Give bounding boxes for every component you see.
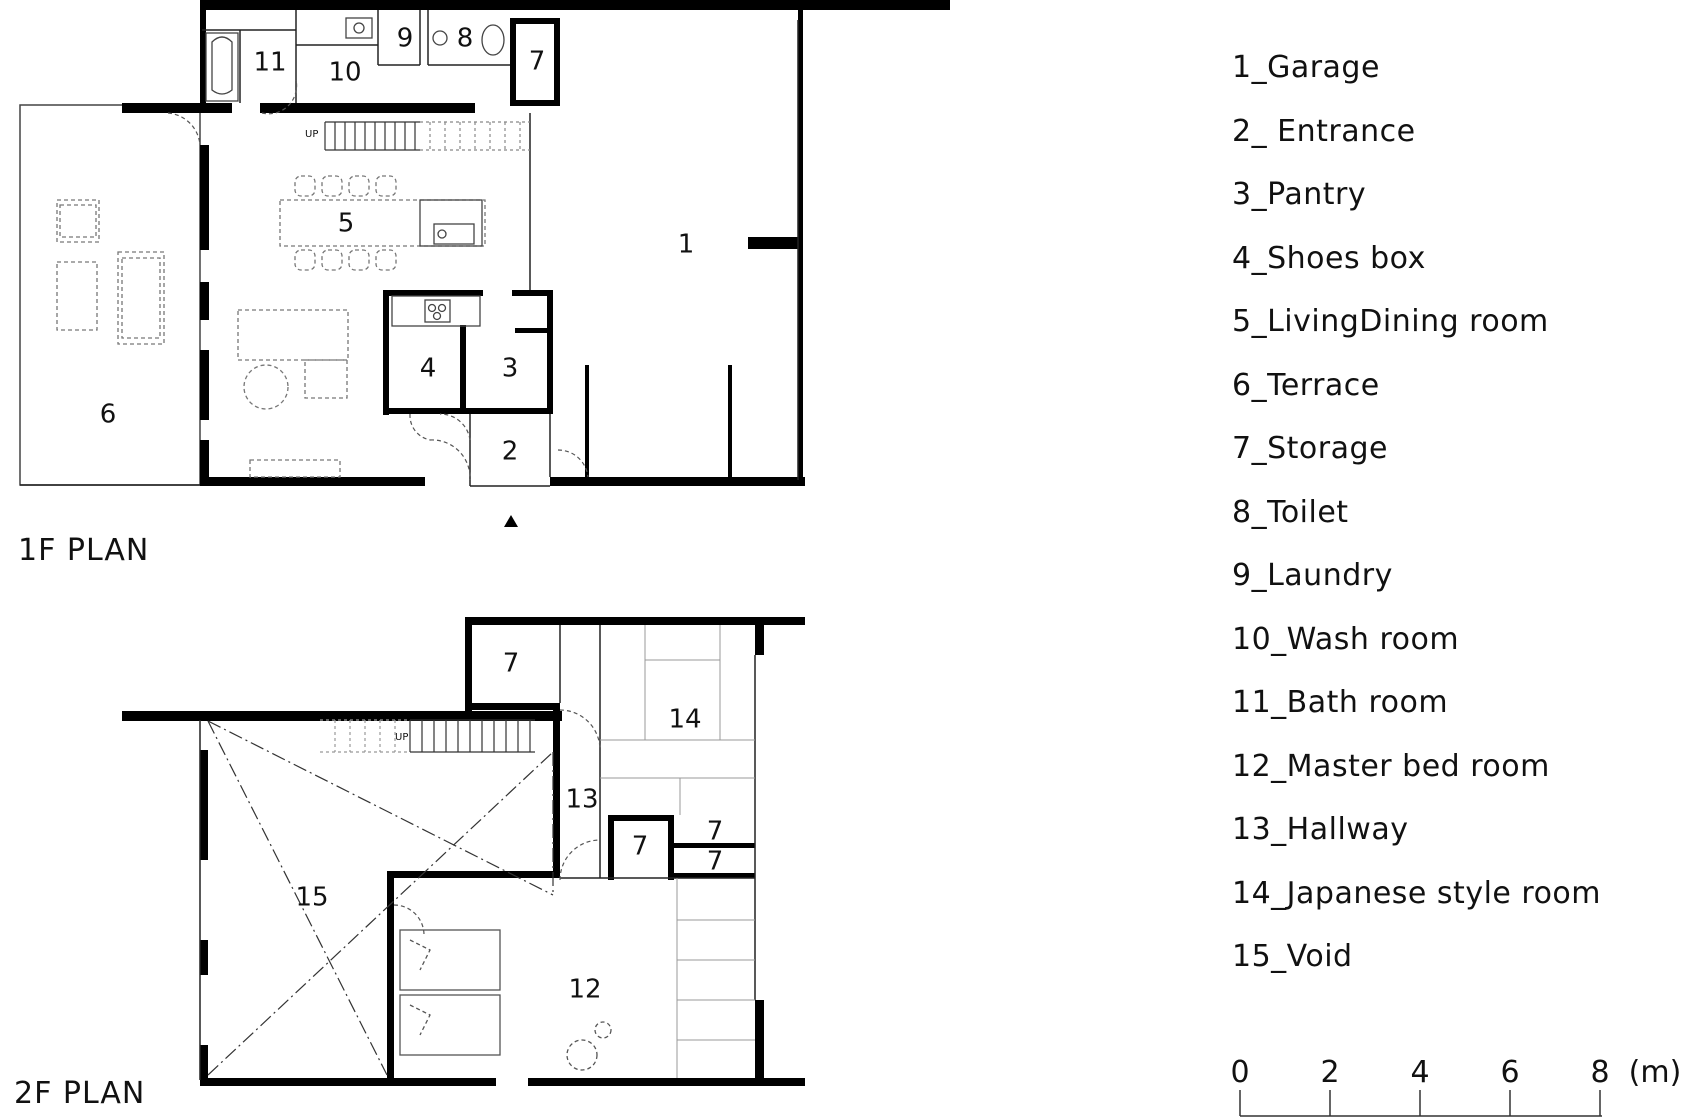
scale-tick-4: 4 bbox=[1410, 1055, 1429, 1090]
legend-item: 13_Hallway bbox=[1232, 812, 1409, 847]
legend-item: 7_Storage bbox=[1232, 431, 1388, 466]
door-swings-1f bbox=[167, 79, 589, 481]
first-floor-plan bbox=[19, 0, 950, 527]
partitions-1f bbox=[20, 10, 799, 487]
terrace-furniture bbox=[56, 199, 165, 345]
legend-item: 4_Shoes box bbox=[1232, 240, 1426, 276]
legend-item: 5_LivingDining room bbox=[1232, 304, 1549, 339]
room-labels-2f: 7 7 7 7 12 13 14 15 UP bbox=[295, 649, 723, 1005]
legend-item: 3_Pantry bbox=[1232, 177, 1367, 212]
void-diagonals bbox=[207, 720, 554, 1076]
room-number-pantry: 3 bbox=[502, 354, 519, 384]
entrance-arrow-icon bbox=[504, 515, 518, 527]
scale-unit: (m) bbox=[1629, 1055, 1682, 1090]
room-number-storage-2f-right-upper: 7 bbox=[707, 817, 724, 847]
plan-title-1f: 1F PLAN bbox=[18, 533, 149, 568]
walls-2f bbox=[122, 617, 805, 1086]
plan-title-2f: 2F PLAN bbox=[14, 1076, 145, 1111]
legend-item: 12_Master bed room bbox=[1232, 748, 1550, 784]
bathroom-fixtures-1f bbox=[205, 17, 505, 102]
legend-item: 11_Bath room bbox=[1232, 685, 1449, 720]
room-number-living-dining: 5 bbox=[338, 209, 355, 239]
stairs-2f bbox=[320, 719, 535, 753]
legend-item: 2_ Entrance bbox=[1232, 113, 1416, 149]
legend-item: 10_Wash room bbox=[1232, 621, 1460, 657]
room-number-shoes-box: 4 bbox=[420, 354, 437, 384]
legend-item: 8_Toilet bbox=[1232, 494, 1349, 530]
scale-tick-2: 2 bbox=[1320, 1055, 1339, 1090]
room-number-storage-2f-right-lower: 7 bbox=[707, 847, 724, 877]
legend-item: 9_Laundry bbox=[1232, 558, 1393, 593]
scale-bar: 0 2 4 6 8 (m) bbox=[1230, 1055, 1682, 1117]
beds-2f bbox=[399, 929, 612, 1071]
tatami-grid bbox=[600, 625, 755, 1078]
stair-up-label-1f: UP bbox=[305, 129, 318, 140]
second-floor-plan bbox=[122, 617, 805, 1086]
room-legend: 1_Garage 2_ Entrance 3_Pantry 4_Shoes bo… bbox=[1232, 36, 1601, 989]
room-number-void: 15 bbox=[295, 883, 328, 913]
living-furniture-1f bbox=[237, 175, 486, 478]
room-number-storage-2f-mid: 7 bbox=[632, 832, 649, 862]
room-number-storage-2f-top: 7 bbox=[503, 649, 520, 679]
room-number-garage: 1 bbox=[678, 230, 695, 260]
room-number-japanese-room: 14 bbox=[668, 705, 701, 735]
legend-item: 1_Garage bbox=[1232, 50, 1380, 85]
scale-tick-8: 8 bbox=[1590, 1055, 1609, 1090]
room-labels-1f: 1 2 3 4 5 6 7 8 9 10 11 UP bbox=[100, 24, 695, 467]
door-swings-2f bbox=[393, 709, 601, 936]
room-number-terrace: 6 bbox=[100, 400, 117, 430]
room-number-laundry: 9 bbox=[397, 24, 414, 54]
room-number-hallway: 13 bbox=[565, 785, 598, 815]
legend-item: 14_Japanese style room bbox=[1232, 875, 1602, 911]
kitchen-fixtures-1f bbox=[391, 223, 481, 327]
scale-tick-6: 6 bbox=[1500, 1055, 1519, 1090]
room-number-toilet: 8 bbox=[457, 24, 474, 54]
legend-item: 6_Terrace bbox=[1232, 367, 1380, 403]
room-number-storage-1f: 7 bbox=[529, 47, 546, 77]
walls-1f bbox=[122, 0, 950, 486]
legend-item: 15_Void bbox=[1232, 939, 1353, 974]
room-number-wash-room: 10 bbox=[328, 58, 361, 88]
room-number-entrance: 2 bbox=[502, 437, 519, 467]
scale-tick-0: 0 bbox=[1230, 1055, 1249, 1090]
partitions-2f bbox=[199, 625, 756, 1080]
room-number-master-bed: 12 bbox=[568, 975, 601, 1005]
stairs-1f bbox=[324, 121, 530, 151]
room-number-bath-room: 11 bbox=[253, 48, 286, 78]
stair-up-label-2f: UP bbox=[395, 732, 408, 743]
